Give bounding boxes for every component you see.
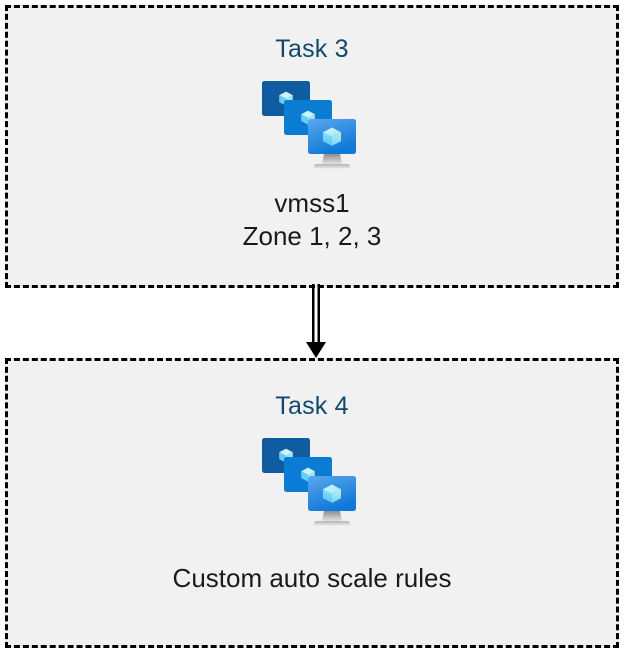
virtual-machine-scale-set-icon-task-4 [262,438,356,526]
task-box-task-4[interactable]: Task 4 [5,358,619,648]
monitor-stand [313,511,351,526]
task-3-caption: vmss1 Zone 1, 2, 3 [242,188,382,252]
task-4-title: Task 4 [275,392,349,420]
task-box-task-3[interactable]: Task 3 [5,5,619,288]
monitor-front [308,119,356,154]
task-3-title: Task 3 [275,35,349,63]
virtual-machine-scale-set-icon-task-3 [262,81,356,169]
task-4-caption: Custom auto scale rules [172,563,452,593]
monitor-front [308,476,356,511]
monitor-stand [313,154,351,169]
connector-arrow-task3-to-task4 [306,284,326,358]
